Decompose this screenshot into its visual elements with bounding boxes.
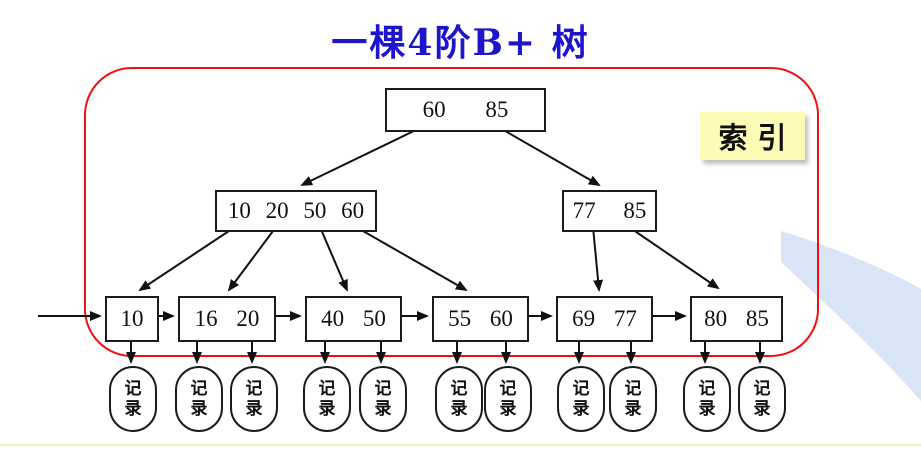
record-capsule: 记 录	[683, 366, 731, 432]
record-capsule: 记 录	[609, 366, 657, 432]
leaf-node-55-60: 55 60	[432, 296, 529, 342]
leaf-node-10: 10	[105, 296, 159, 342]
page-title: 一棵4阶B+ 树	[331, 22, 590, 64]
record-capsule: 记 录	[557, 366, 605, 432]
record-capsule: 记 录	[484, 366, 532, 432]
leaf-node-16-20: 16 20	[178, 296, 276, 342]
internal-node-right: 77 85	[562, 190, 657, 232]
leaf-node-69-77: 69 77	[556, 296, 653, 342]
index-label: 索引	[700, 112, 805, 160]
internal-node-left: 10 20 50 60	[215, 190, 377, 232]
record-capsule: 记 录	[109, 366, 157, 432]
root-node: 60 85	[385, 88, 546, 132]
record-capsule: 记 录	[175, 366, 223, 432]
record-capsule: 记 录	[738, 366, 786, 432]
index-frame	[84, 67, 819, 357]
record-capsule: 记 录	[359, 366, 407, 432]
record-capsule: 记 录	[230, 366, 278, 432]
leaf-node-80-85: 80 85	[690, 296, 783, 342]
record-capsule: 记 录	[435, 366, 483, 432]
bottom-divider	[0, 444, 921, 446]
record-capsule: 记 录	[303, 366, 351, 432]
leaf-node-40-50: 40 50	[305, 296, 402, 342]
swoosh-shape	[781, 231, 921, 401]
